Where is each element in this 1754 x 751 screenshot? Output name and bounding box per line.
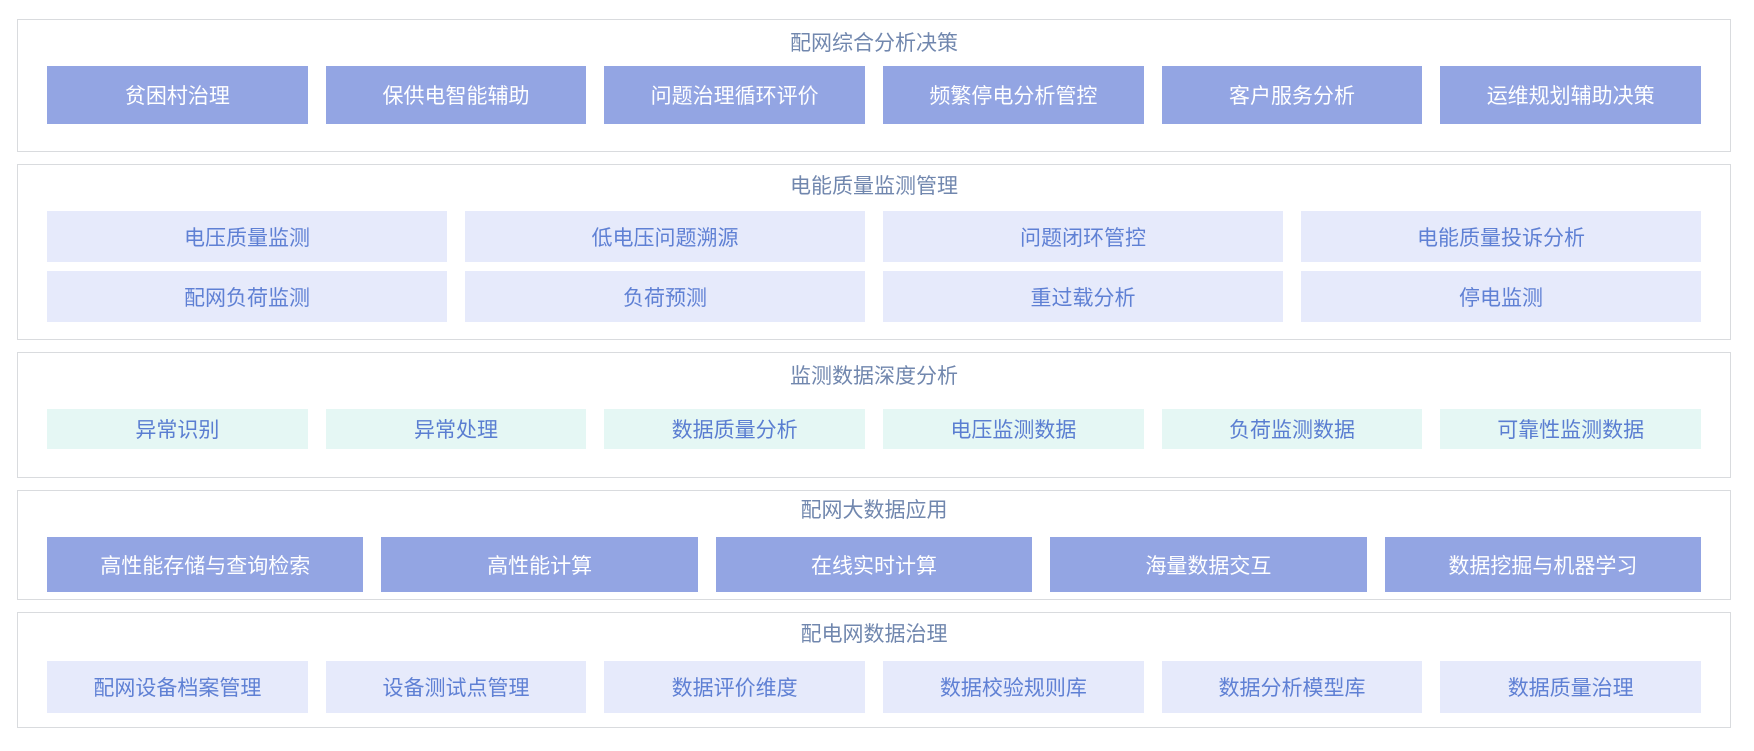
module-tile[interactable]: 重过载分析 — [883, 271, 1283, 322]
module-tile[interactable]: 数据质量分析 — [604, 409, 866, 449]
tile-row: 贫困村治理保供电智能辅助问题治理循环评价频繁停电分析管控客户服务分析运维规划辅助… — [18, 66, 1730, 124]
module-tile[interactable]: 设备测试点管理 — [325, 661, 587, 713]
section-power-quality-monitoring-management: 电能质量监测管理电压质量监测低电压问题溯源问题闭环管控电能质量投诉分析配网负荷监… — [17, 164, 1731, 340]
module-tile[interactable]: 异常处理 — [325, 409, 587, 449]
module-tile[interactable]: 在线实时计算 — [715, 537, 1033, 592]
tile-row: 配网设备档案管理设备测试点管理数据评价维度数据校验规则库数据分析模型库数据质量治… — [18, 661, 1730, 713]
module-tile[interactable]: 高性能存储与查询检索 — [47, 537, 364, 592]
module-architecture-board: 配网综合分析决策贫困村治理保供电智能辅助问题治理循环评价频繁停电分析管控客户服务… — [17, 19, 1731, 728]
module-tile[interactable]: 负荷预测 — [465, 271, 865, 322]
module-tile[interactable]: 配网设备档案管理 — [47, 661, 308, 713]
section-monitoring-data-deep-analysis: 监测数据深度分析异常识别异常处理数据质量分析电压监测数据负荷监测数据可靠性监测数… — [17, 352, 1731, 478]
section-title: 配网大数据应用 — [800, 499, 948, 522]
module-tile[interactable]: 电压监测数据 — [883, 409, 1144, 449]
module-tile[interactable]: 低电压问题溯源 — [465, 211, 865, 262]
module-tile[interactable]: 停电监测 — [1301, 271, 1701, 322]
section-title: 监测数据深度分析 — [790, 365, 958, 388]
section-distribution-data-governance: 配电网数据治理配网设备档案管理设备测试点管理数据评价维度数据校验规则库数据分析模… — [17, 612, 1731, 728]
section-title: 配电网数据治理 — [800, 623, 948, 646]
section-title: 电能质量监测管理 — [790, 175, 958, 198]
tile-row: 高性能存储与查询检索高性能计算在线实时计算海量数据交互数据挖掘与机器学习 — [18, 537, 1730, 592]
module-tile[interactable]: 电能质量投诉分析 — [1301, 211, 1701, 262]
tile-row: 异常识别异常处理数据质量分析电压监测数据负荷监测数据可靠性监测数据 — [18, 409, 1730, 449]
module-tile[interactable]: 数据挖掘与机器学习 — [1384, 537, 1702, 592]
module-tile[interactable]: 频繁停电分析管控 — [883, 66, 1144, 124]
module-tile[interactable]: 可靠性监测数据 — [1440, 409, 1702, 449]
module-tile[interactable]: 数据分析模型库 — [1161, 661, 1423, 713]
tile-row: 电压质量监测低电压问题溯源问题闭环管控电能质量投诉分析 — [18, 211, 1730, 262]
module-tile[interactable]: 问题治理循环评价 — [604, 66, 866, 124]
module-tile[interactable]: 保供电智能辅助 — [325, 66, 587, 124]
module-tile[interactable]: 数据质量治理 — [1440, 661, 1702, 713]
module-tile[interactable]: 海量数据交互 — [1050, 537, 1367, 592]
module-tile[interactable]: 负荷监测数据 — [1161, 409, 1423, 449]
module-tile[interactable]: 电压质量监测 — [47, 211, 447, 262]
module-tile[interactable]: 配网负荷监测 — [47, 271, 447, 322]
module-tile[interactable]: 运维规划辅助决策 — [1440, 66, 1702, 124]
module-tile[interactable]: 贫困村治理 — [47, 66, 308, 124]
section-comprehensive-analysis-decision: 配网综合分析决策贫困村治理保供电智能辅助问题治理循环评价频繁停电分析管控客户服务… — [17, 19, 1731, 152]
module-tile[interactable]: 客户服务分析 — [1161, 66, 1423, 124]
module-tile[interactable]: 高性能计算 — [381, 537, 698, 592]
module-tile[interactable]: 异常识别 — [47, 409, 308, 449]
tile-row: 配网负荷监测负荷预测重过载分析停电监测 — [18, 271, 1730, 322]
section-title: 配网综合分析决策 — [790, 32, 958, 55]
module-tile[interactable]: 数据校验规则库 — [883, 661, 1144, 713]
module-tile[interactable]: 问题闭环管控 — [883, 211, 1283, 262]
module-tile[interactable]: 数据评价维度 — [604, 661, 866, 713]
section-distribution-big-data-application: 配网大数据应用高性能存储与查询检索高性能计算在线实时计算海量数据交互数据挖掘与机… — [17, 490, 1731, 600]
